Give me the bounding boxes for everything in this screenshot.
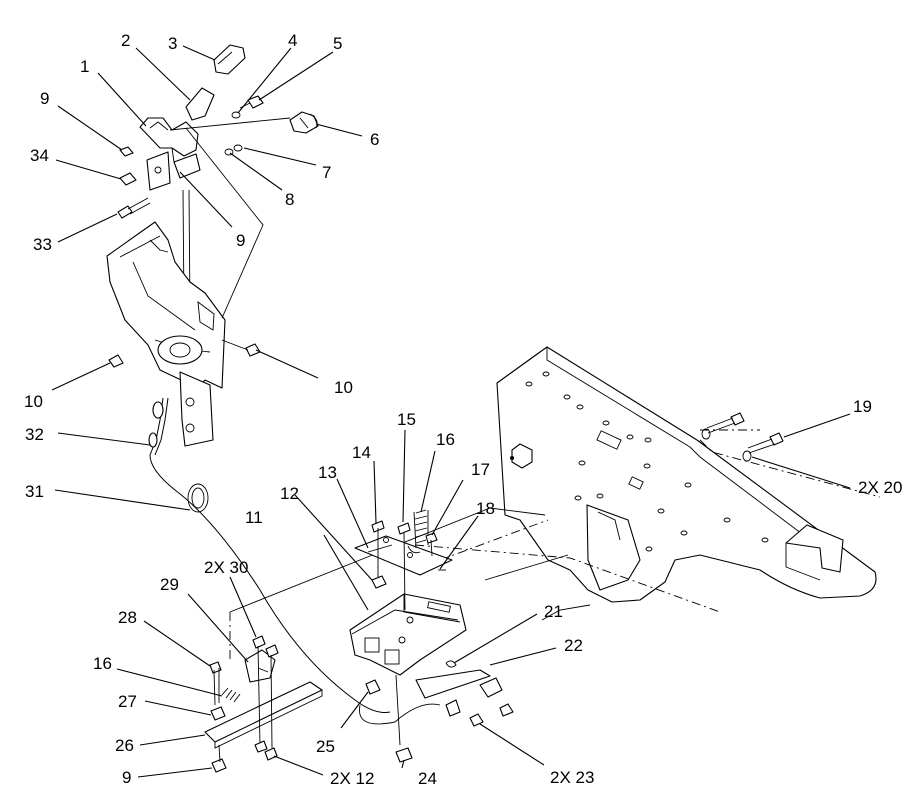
label-12: 12	[280, 484, 299, 503]
label-10-left: 10	[24, 392, 43, 411]
label-13: 13	[318, 463, 337, 482]
label-2x-30: 2X 30	[204, 558, 248, 577]
label-15: 15	[397, 410, 416, 429]
cable-icon	[148, 117, 391, 713]
label-33: 33	[33, 235, 52, 254]
label-16-top: 16	[436, 430, 455, 449]
label-1: 1	[80, 57, 89, 76]
label-27: 27	[118, 692, 137, 711]
label-3: 3	[168, 34, 177, 53]
label-2x-23: 2X 23	[550, 768, 594, 787]
label-7: 7	[322, 163, 331, 182]
label-32: 32	[25, 425, 44, 444]
label-4: 4	[288, 31, 297, 50]
label-25: 25	[316, 737, 335, 756]
label-34: 34	[30, 146, 49, 165]
label-28: 28	[118, 608, 137, 627]
left-bracket-icon	[204, 635, 323, 773]
label-10-right: 10	[334, 378, 353, 397]
label-9-top: 9	[40, 89, 49, 108]
label-14: 14	[352, 443, 371, 462]
label-29: 29	[160, 575, 179, 594]
pedal-assembly-icon	[117, 44, 319, 313]
label-2: 2	[121, 31, 130, 50]
label-2x-20: 2X 20	[858, 478, 902, 497]
label-5: 5	[333, 34, 342, 53]
label-26: 26	[115, 736, 134, 755]
hardware-icon	[371, 412, 784, 611]
label-9-mid: 9	[236, 231, 245, 250]
mounting-bracket-icon	[106, 221, 261, 447]
label-6: 6	[370, 130, 379, 149]
label-8: 8	[285, 190, 294, 209]
frame-icon	[496, 346, 877, 603]
callout-labels: 1 2 3 4 5 6 7 8 9 9 34 33 10 10 32 31 11…	[24, 31, 902, 788]
label-17: 17	[471, 460, 490, 479]
pump-plate-icon	[349, 535, 514, 763]
leader-lines	[51, 45, 851, 778]
label-24: 24	[418, 769, 437, 788]
label-9-bottom: 9	[122, 768, 131, 787]
label-16-bottom: 16	[93, 654, 112, 673]
label-11: 11	[245, 508, 263, 527]
label-2x-12: 2X 12	[330, 769, 374, 788]
label-19: 19	[853, 397, 872, 416]
label-21: 21	[544, 602, 563, 621]
label-31: 31	[25, 482, 44, 501]
label-18: 18	[476, 499, 495, 518]
label-22: 22	[564, 636, 583, 655]
